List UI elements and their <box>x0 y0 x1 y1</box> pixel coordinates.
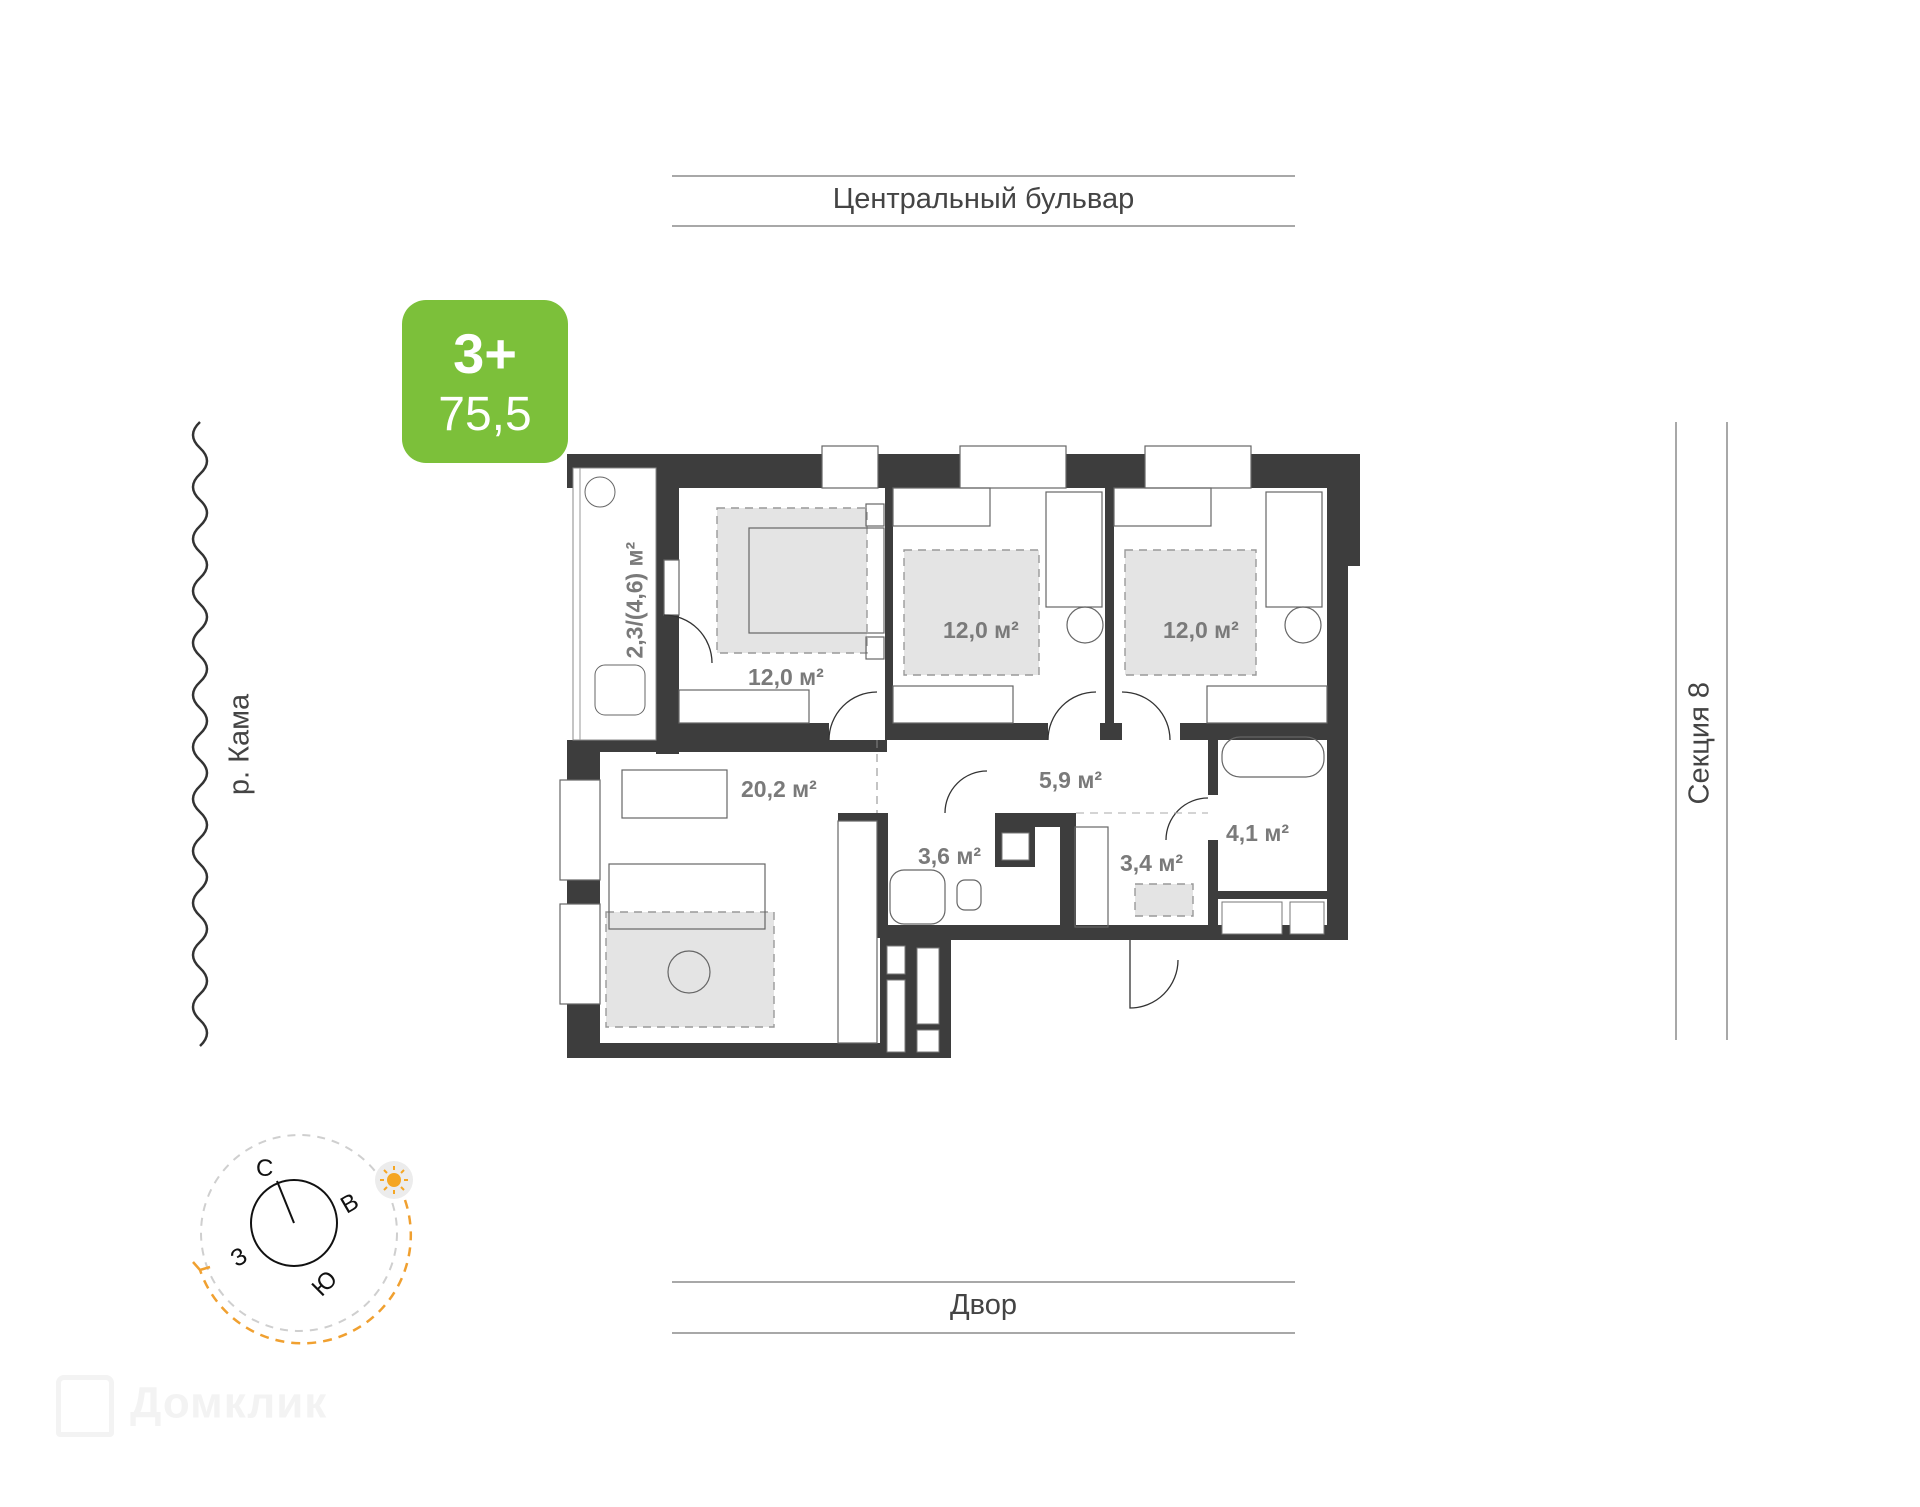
kitchen-counter-icon <box>837 820 878 1044</box>
bottom-yard-line-upper <box>672 1281 1295 1283</box>
room-label-living-kitchen: 20,2 м² <box>741 776 817 802</box>
wardrobe-icon <box>678 689 810 724</box>
top-street-line-lower <box>672 225 1295 227</box>
river-wave-icon <box>191 421 209 1047</box>
room-count: 3+ <box>453 322 517 385</box>
armchair-icon <box>594 664 646 716</box>
single-bed-icon <box>1045 491 1103 608</box>
top-street-label: Центральный бульвар <box>832 183 1135 215</box>
right-section-line-left <box>1675 422 1677 1040</box>
sofa-icon <box>608 863 766 930</box>
sun-icon <box>387 1173 401 1187</box>
bathtub-icon <box>1221 736 1325 778</box>
room-label-bedroom-3: 12,0 м² <box>1163 617 1239 643</box>
compass <box>192 1134 413 1345</box>
right-section-line-right <box>1726 422 1728 1040</box>
room-label-hallway: 5,9 м² <box>1039 767 1103 793</box>
double-bed-icon <box>748 527 885 634</box>
windows <box>559 445 1252 1005</box>
domclick-watermark: Домклик <box>56 1375 327 1437</box>
desk-icon <box>892 487 991 527</box>
compass-circle <box>250 1179 338 1267</box>
compass-north: С <box>256 1155 274 1182</box>
shower-icon <box>889 869 946 925</box>
balcony-area <box>572 467 657 741</box>
doors <box>663 614 1209 1009</box>
plant-icon <box>584 476 616 508</box>
room-label-balcony: 2,3/(4,6) м² <box>621 541 648 659</box>
dining-table-icon <box>621 769 728 819</box>
top-street-line-upper <box>672 175 1295 177</box>
house-logo-icon <box>56 1375 114 1437</box>
room-label-bedroom-2: 12,0 м² <box>943 617 1019 643</box>
bottom-yard-label: Двор <box>950 1289 1017 1321</box>
total-area: 75,5 <box>438 388 532 441</box>
sun-path-circle <box>200 1134 398 1332</box>
furniture <box>608 487 1328 1044</box>
room-label-bedroom-master: 12,0 м² <box>748 664 824 690</box>
apartment-badge: 3+ 75,5 <box>402 300 568 463</box>
room-label-bathroom: 4,1 м² <box>1226 820 1290 846</box>
bottom-yard-line-lower <box>672 1332 1295 1334</box>
sun-path-arc <box>198 1199 413 1345</box>
room-label-entry: 3,4 м² <box>1120 850 1184 876</box>
toilet-icon <box>956 879 982 911</box>
compass-needle <box>276 1180 295 1224</box>
rugs <box>605 507 1257 1028</box>
room-label-wc: 3,6 м² <box>918 843 982 869</box>
